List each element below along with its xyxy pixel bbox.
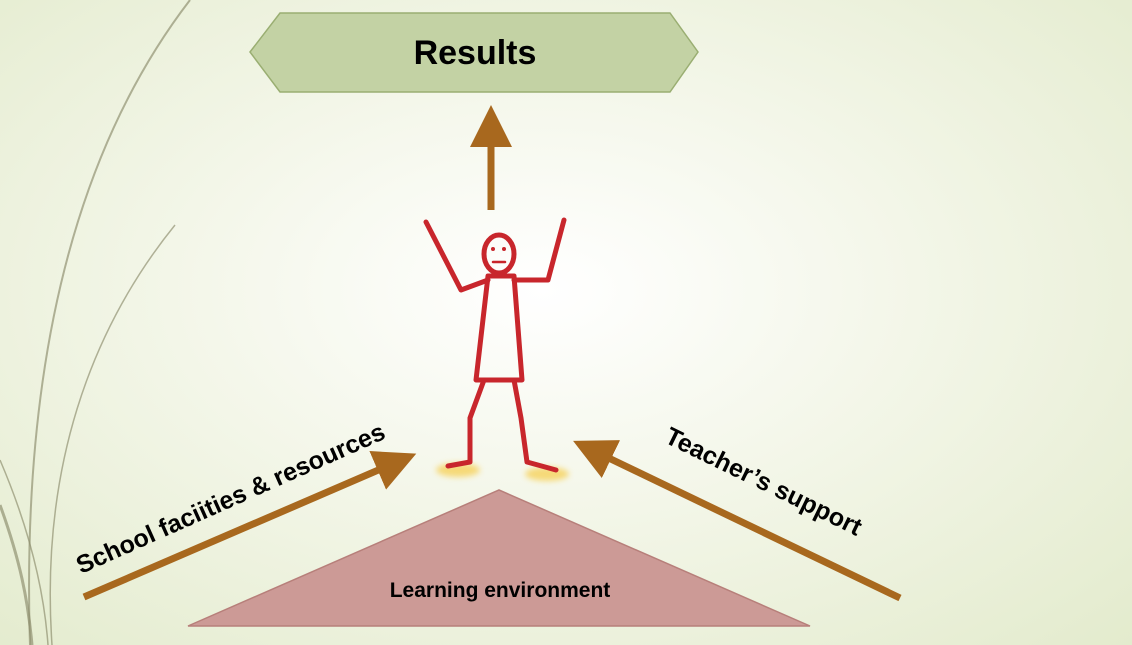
decor-line-2: [49, 224, 176, 645]
learning-environment: Learning environment: [187, 489, 811, 627]
figure-arm-left: [423, 219, 491, 293]
learning-environment-label: Learning environment: [390, 579, 611, 602]
figure-body: [473, 273, 525, 383]
results-hexagon: [249, 12, 699, 93]
learning-environment-triangle: [187, 489, 811, 627]
decor-line-4: [0, 459, 49, 645]
figure-head: [481, 232, 517, 276]
decorative-left-lines: [0, 0, 191, 645]
results-label: Results: [414, 34, 537, 72]
school-facilities-label: School faciities & resources: [72, 418, 389, 580]
arrow-teacher-support: [573, 440, 902, 602]
figure-eye-right: [502, 247, 506, 251]
teacher-support-label: Teacher’s support: [661, 422, 867, 542]
student-figure: [423, 217, 569, 481]
figure-eye-left: [491, 247, 495, 251]
figure-arm-right: [511, 217, 567, 283]
figure-leg-right: [511, 377, 559, 473]
arrow-school-facilities: [82, 451, 417, 601]
figure-leg-left: [445, 377, 487, 469]
decor-line-1: [28, 0, 191, 645]
results-box: Results: [249, 12, 699, 93]
decor-line-3: [0, 504, 34, 645]
